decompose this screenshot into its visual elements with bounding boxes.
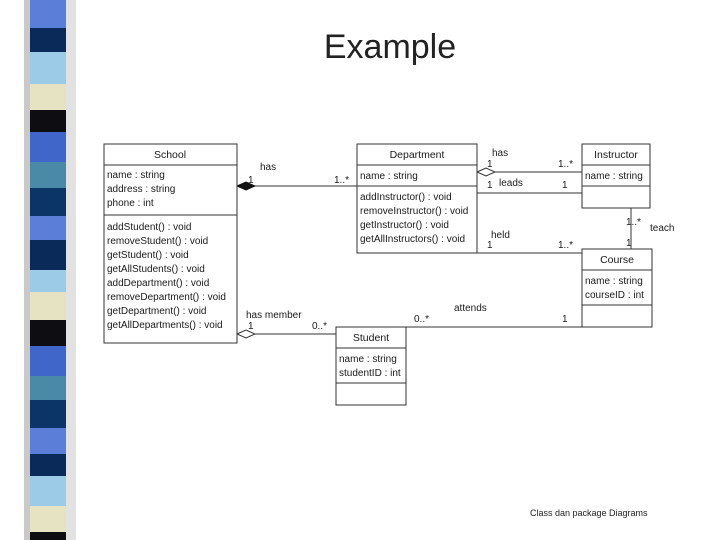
stripe-block <box>30 84 66 110</box>
decorative-stripe <box>24 0 76 540</box>
attribute: name : string <box>339 354 397 365</box>
association-label: has member <box>246 310 302 321</box>
stripe-block <box>30 0 66 28</box>
class-instructor: Instructor name : string <box>581 143 651 209</box>
attribute: name : string <box>360 171 418 182</box>
stripe-block <box>30 52 66 84</box>
attribute: name : string <box>585 171 643 182</box>
multiplicity: 1..* <box>626 217 641 228</box>
association-label: leads <box>499 178 523 189</box>
stripe-block <box>30 270 66 292</box>
class-name: Student <box>353 332 389 344</box>
class-name: School <box>154 149 186 161</box>
class-department: Department name : string addInstructor()… <box>356 143 478 254</box>
association-label: teach <box>650 223 674 234</box>
multiplicity: 1..* <box>334 175 349 186</box>
stripe-block <box>30 400 66 428</box>
stripe-block <box>30 110 66 132</box>
stripe-block <box>30 240 66 270</box>
class-name: Instructor <box>594 149 638 161</box>
stripe-block <box>30 428 66 454</box>
operation: removeInstructor() : void <box>360 206 468 217</box>
operation: removeDepartment() : void <box>107 292 226 303</box>
class-name: Course <box>600 254 634 266</box>
association-school-student: has member 1 0..* <box>246 310 327 332</box>
class-course: Course name : string courseID : int <box>581 248 653 328</box>
operation: getAllDepartments() : void <box>107 320 223 331</box>
stripe-block <box>30 188 66 216</box>
stripe-block <box>30 454 66 476</box>
multiplicity: 1 <box>562 180 568 191</box>
attribute: name : string <box>107 170 165 181</box>
class-student: Student name : string studentID : int <box>335 326 407 406</box>
multiplicity: 1..* <box>558 240 573 251</box>
association-department-instructor-has: has 1 1..* <box>487 148 573 170</box>
stripe-block <box>30 376 66 400</box>
association-label: has <box>492 148 508 159</box>
multiplicity: 0..* <box>312 321 327 332</box>
association-school-department: has 1 1..* <box>248 162 349 186</box>
association-department-course: held 1 1..* <box>487 230 573 251</box>
operation: getDepartment() : void <box>107 306 207 317</box>
stripe-shadow <box>66 0 76 540</box>
operation: addStudent() : void <box>107 222 192 233</box>
aggregation-diamond-department <box>475 167 497 177</box>
multiplicity: 1 <box>562 314 568 325</box>
operation: getInstructor() : void <box>360 220 449 231</box>
association-label: has <box>260 162 276 173</box>
stripe-block <box>30 292 66 320</box>
operation: addDepartment() : void <box>107 278 209 289</box>
multiplicity: 1 <box>248 175 254 186</box>
attribute: studentID : int <box>339 368 401 379</box>
class-name: Department <box>390 149 445 161</box>
stripe-block <box>30 216 66 240</box>
operation: removeStudent() : void <box>107 236 208 247</box>
composition-diamond <box>235 181 257 191</box>
stripe-shadow <box>24 0 30 540</box>
class-school: School name : string address : string ph… <box>103 143 238 344</box>
operation: getAllInstructors() : void <box>360 234 465 245</box>
multiplicity: 1 <box>487 159 493 170</box>
association-label: held <box>491 230 510 241</box>
multiplicity: 1..* <box>558 159 573 170</box>
stripe-block <box>30 162 66 188</box>
slide-footer: Class dan package Diagrams <box>530 508 648 518</box>
association-label: attends <box>454 303 487 314</box>
stripe-block <box>30 506 66 532</box>
operation: getAllStudents() : void <box>107 264 205 275</box>
aggregation-diamond-school <box>235 329 257 339</box>
attribute: name : string <box>585 276 643 287</box>
association-student-course: attends 0..* 1 <box>414 303 568 325</box>
slide-title: Example <box>323 28 457 66</box>
multiplicity: 1 <box>626 238 632 249</box>
multiplicity: 1 <box>487 240 493 251</box>
attribute: courseID : int <box>585 290 644 301</box>
multiplicity: 1 <box>248 321 254 332</box>
association-lines <box>255 171 632 335</box>
association-department-instructor-leads: leads 1 1 <box>487 178 568 191</box>
multiplicity: 1 <box>487 180 493 191</box>
stripe-block <box>30 28 66 52</box>
operation: getStudent() : void <box>107 250 189 261</box>
multiplicity: 0..* <box>414 314 429 325</box>
association-instructor-course: teach 1..* 1 1 <box>626 217 674 249</box>
attribute: phone : int <box>107 198 154 209</box>
stripe-block <box>30 476 66 506</box>
stripe-block <box>30 532 66 540</box>
stripe-block <box>30 320 66 346</box>
attribute: address : string <box>107 184 175 195</box>
operation: addInstructor() : void <box>360 192 452 203</box>
stripe-block <box>30 346 66 376</box>
stripe-block <box>30 132 66 162</box>
